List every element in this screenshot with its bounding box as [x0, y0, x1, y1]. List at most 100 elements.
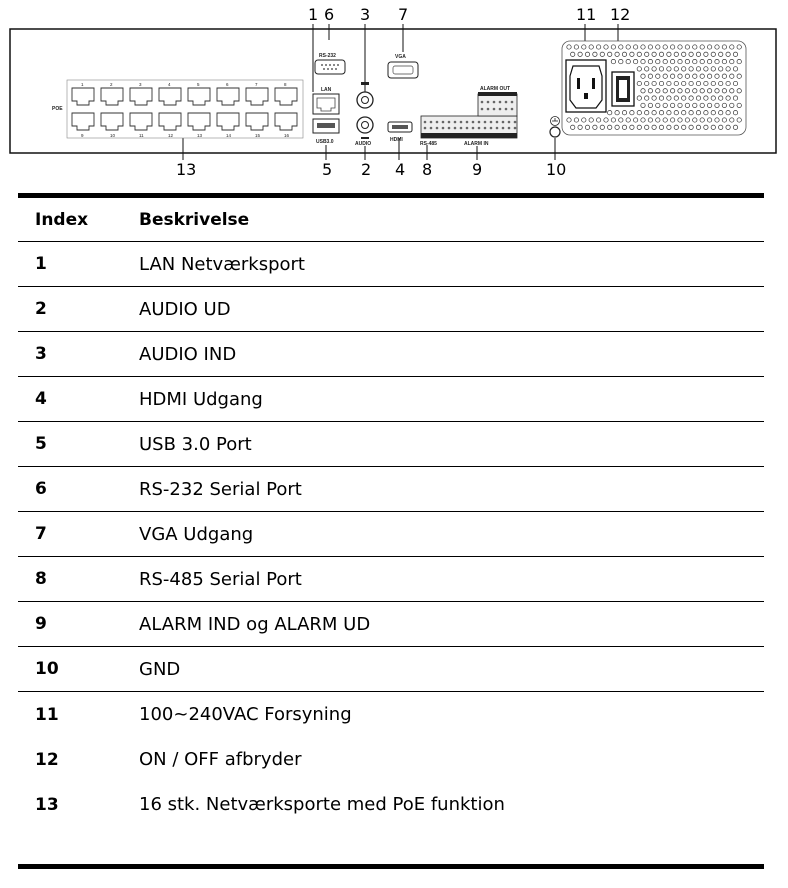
legend-table: Index Beskrivelse 1 LAN Netværksport 2 A…: [18, 193, 764, 827]
row-index: 5: [35, 434, 47, 454]
row-description: USB 3.0 Port: [139, 433, 252, 455]
hdmi-label: HDMI: [390, 137, 403, 143]
table-row: 3 AUDIO IND: [18, 332, 764, 377]
poe-port-number: 15: [255, 133, 261, 138]
row-description: ALARM IND og ALARM UD: [139, 613, 371, 635]
poe-port-number: 2: [110, 82, 113, 87]
callout-11: 11: [576, 5, 596, 24]
alarm-out-label: ALARM OUT: [480, 86, 510, 92]
header-description: Beskrivelse: [139, 209, 250, 230]
poe-port-number: 1: [81, 82, 84, 87]
row-index: 4: [35, 389, 47, 409]
poe-port: 6: [216, 82, 240, 106]
row-description: VGA Udgang: [139, 523, 254, 545]
poe-port: 9: [71, 112, 95, 138]
ground-terminal: [549, 116, 561, 138]
lan-label: LAN: [321, 87, 332, 93]
row-index: 9: [35, 614, 47, 634]
row-description: RS-485 Serial Port: [139, 568, 302, 590]
poe-port: 14: [216, 112, 240, 138]
callout-6: 6: [324, 5, 334, 24]
poe-port: 10: [100, 112, 124, 138]
row-description: LAN Netværksport: [139, 253, 305, 275]
callout-10: 10: [546, 160, 566, 179]
lan-port: [312, 93, 340, 115]
callout-7: 7: [398, 5, 408, 24]
row-description: 16 stk. Netværksporte med PoE funktion: [139, 794, 505, 815]
table-row: 8 RS-485 Serial Port: [18, 557, 764, 602]
table-row: 9 ALARM IND og ALARM UD: [18, 602, 764, 647]
poe-port-number: 7: [255, 82, 258, 87]
poe-port-number: 6: [226, 82, 229, 87]
table-row: 2 AUDIO UD: [18, 287, 764, 332]
top-rule: [18, 193, 764, 198]
callout-5: 5: [322, 160, 332, 179]
audio-label: AUDIO: [355, 141, 371, 147]
poe-port-number: 16: [284, 133, 290, 138]
row-index: 8: [35, 569, 47, 589]
usb-label: USB3.0: [316, 139, 334, 145]
poe-port: 13: [187, 112, 211, 138]
row-description: GND: [139, 658, 181, 680]
callout-8: 8: [422, 160, 432, 179]
poe-port: 1: [71, 82, 95, 106]
poe-port-number: 3: [139, 82, 142, 87]
row-description: AUDIO IND: [139, 343, 237, 365]
table-row: 11 100~240VAC Forsyning: [18, 692, 764, 737]
row-index: 1: [35, 254, 47, 274]
table-row: 5 USB 3.0 Port: [18, 422, 764, 467]
table-row: 1 LAN Netværksport: [18, 242, 764, 287]
row-index: 3: [35, 344, 47, 364]
poe-port: 16: [274, 112, 298, 138]
table-row: 10 GND: [18, 647, 764, 692]
row-description: HDMI Udgang: [139, 388, 263, 410]
rs485-label: RS-485: [420, 141, 437, 147]
audio-in-jack: [356, 91, 374, 109]
poe-port-number: 12: [168, 133, 174, 138]
callout-12: 12: [610, 5, 630, 24]
table-row: 6 RS-232 Serial Port: [18, 467, 764, 512]
audio-out-jack: [356, 116, 374, 134]
row-index: 11: [35, 704, 59, 725]
poe-port: 2: [100, 82, 124, 106]
row-index: 7: [35, 524, 47, 544]
poe-port-number: 11: [139, 133, 144, 138]
callout-13: 13: [176, 160, 196, 179]
poe-port-number: 9: [81, 133, 84, 138]
row-description: RS-232 Serial Port: [139, 478, 302, 500]
vga-label: VGA: [395, 54, 406, 60]
poe-port-number: 13: [197, 133, 203, 138]
callout-3: 3: [360, 5, 370, 24]
poe-port-number: 10: [110, 133, 116, 138]
row-index: 2: [35, 299, 47, 319]
row-index: 13: [35, 794, 59, 815]
poe-port: 4: [158, 82, 182, 106]
poe-port-number: 8: [284, 82, 287, 87]
table-row: 4 HDMI Udgang: [18, 377, 764, 422]
alarm-terminal-block: [420, 92, 518, 139]
table-row: 13 16 stk. Netværksporte med PoE funktio…: [18, 782, 764, 827]
row-description: ON / OFF afbryder: [139, 749, 302, 770]
row-index: 12: [35, 749, 59, 770]
poe-port-number: 5: [197, 82, 200, 87]
poe-label: POE: [52, 106, 63, 112]
header-index: Index: [35, 209, 89, 230]
poe-port: 7: [245, 82, 269, 106]
row-description: 100~240VAC Forsyning: [139, 704, 352, 725]
row-index: 6: [35, 479, 47, 499]
callout-4: 4: [395, 160, 405, 179]
rs232-port: [314, 59, 346, 75]
vga-port: [387, 61, 419, 79]
poe-port: 3: [129, 82, 153, 106]
poe-port: 5: [187, 82, 211, 106]
table-row: 12 ON / OFF afbryder: [18, 737, 764, 782]
table-row: 7 VGA Udgang: [18, 512, 764, 557]
poe-port: 15: [245, 112, 269, 138]
poe-port-number: 14: [226, 133, 232, 138]
callout-1: 1: [308, 5, 318, 24]
poe-port: 8: [274, 82, 298, 106]
callout-2: 2: [361, 160, 371, 179]
row-description: AUDIO UD: [139, 298, 231, 320]
